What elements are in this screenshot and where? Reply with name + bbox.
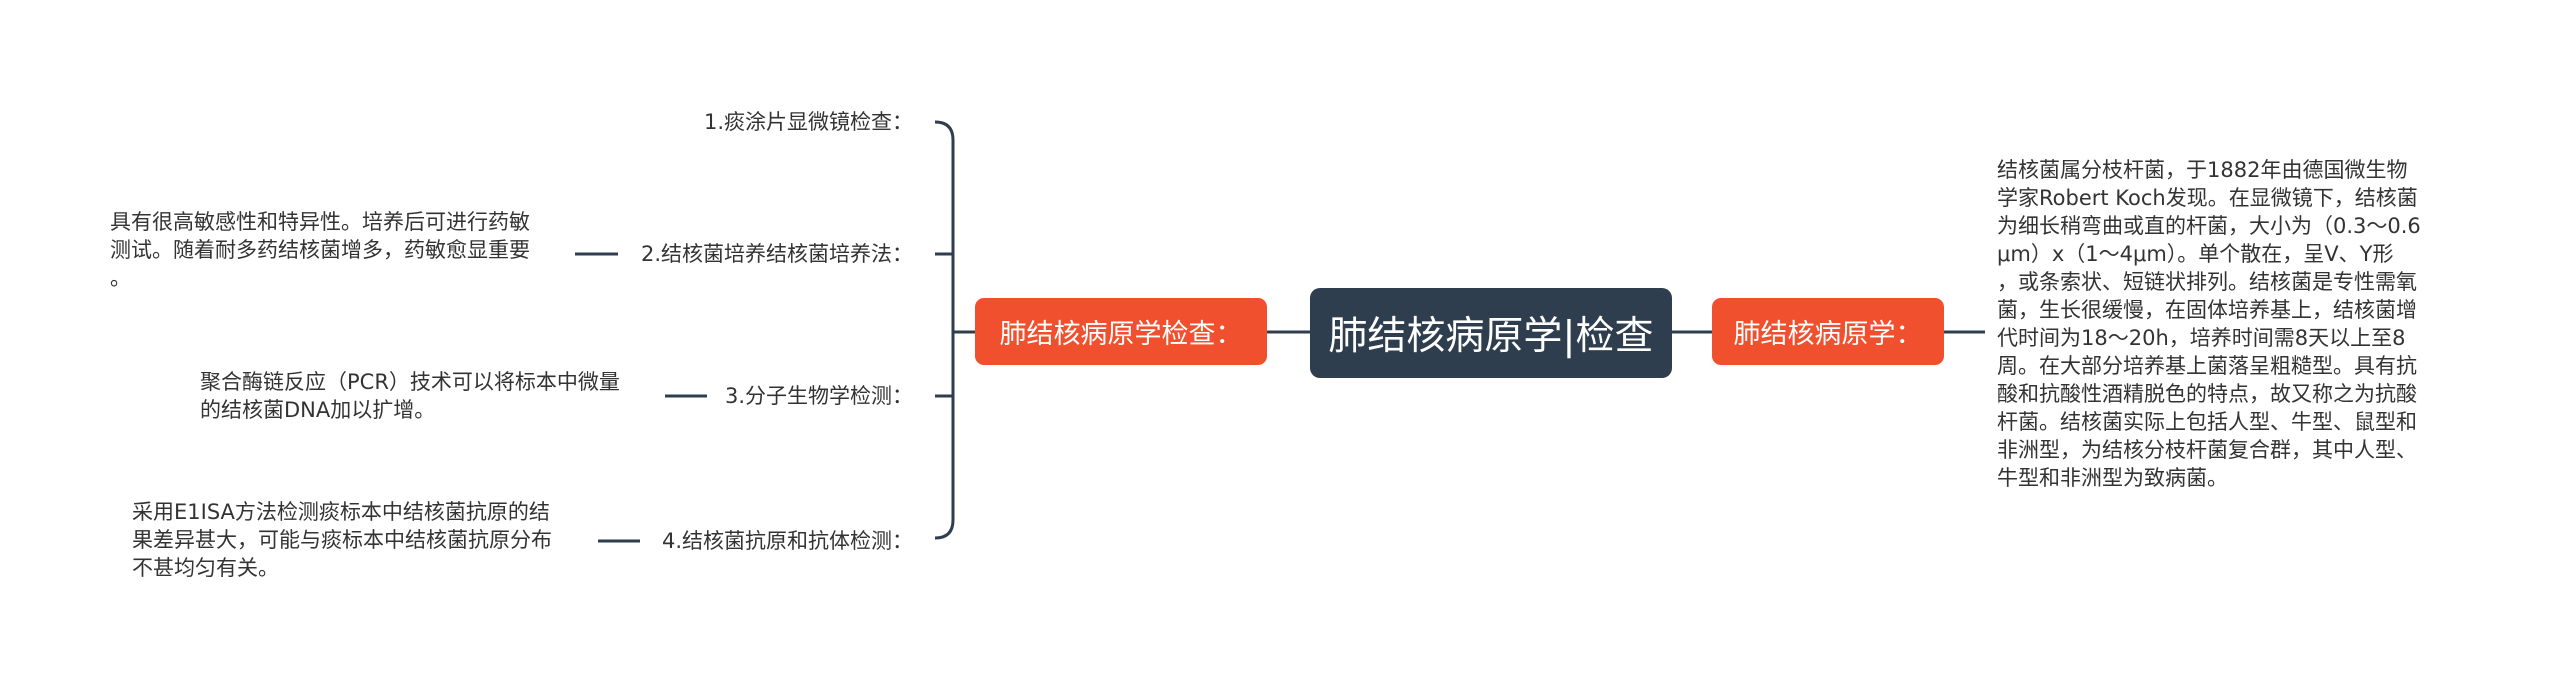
branch-node-etiology[interactable]: 肺结核病原学： xyxy=(1712,298,1944,365)
topic-antigen-antibody[interactable]: 4.结核菌抗原和抗体检测： xyxy=(662,527,913,555)
topic-antigen-antibody-label: 4.结核菌抗原和抗体检测： xyxy=(661,529,913,553)
root-node[interactable]: 肺结核病原学|检查 xyxy=(1310,288,1672,378)
etiology-detail[interactable]: 结核菌属分枝杆菌，于1882年由德国微生物 学家Robert Koch发现。在显… xyxy=(1997,158,2421,490)
topic-smear-microscopy-label: 1.痰涂片显微镜检查： xyxy=(703,110,913,134)
branch-exam-title: 肺结核病原学检查： xyxy=(999,319,1243,350)
topic-culture-detail[interactable]: 具有很高敏感性和特异性。培养后可进行药敏 测试。随着耐多药结核菌增多，药敏愈显重… xyxy=(110,210,530,290)
topic-culture[interactable]: 2.结核菌培养结核菌培养法： xyxy=(641,240,913,268)
topic-molecular-biology-label: 3.分子生物学检测： xyxy=(724,384,913,408)
topic-smear-microscopy[interactable]: 1.痰涂片显微镜检查： xyxy=(704,108,913,136)
branch-etiology-title: 肺结核病原学： xyxy=(1733,319,1923,350)
topic-molecular-biology-detail[interactable]: 聚合酶链反应（PCR）技术可以将标本中微量 的结核菌DNA加以扩增。 xyxy=(200,370,620,422)
root-title: 肺结核病原学|检查 xyxy=(1328,314,1654,359)
topic-antigen-antibody-detail[interactable]: 采用E1ISA方法检测痰标本中结核菌抗原的结 果差异甚大，可能与痰标本中结核菌抗… xyxy=(132,500,552,580)
topic-molecular-biology[interactable]: 3.分子生物学检测： xyxy=(725,382,913,410)
topic-culture-label: 2.结核菌培养结核菌培养法： xyxy=(640,242,913,266)
branch-node-exam[interactable]: 肺结核病原学检查： xyxy=(975,298,1267,365)
bracket-vertical xyxy=(934,120,955,540)
